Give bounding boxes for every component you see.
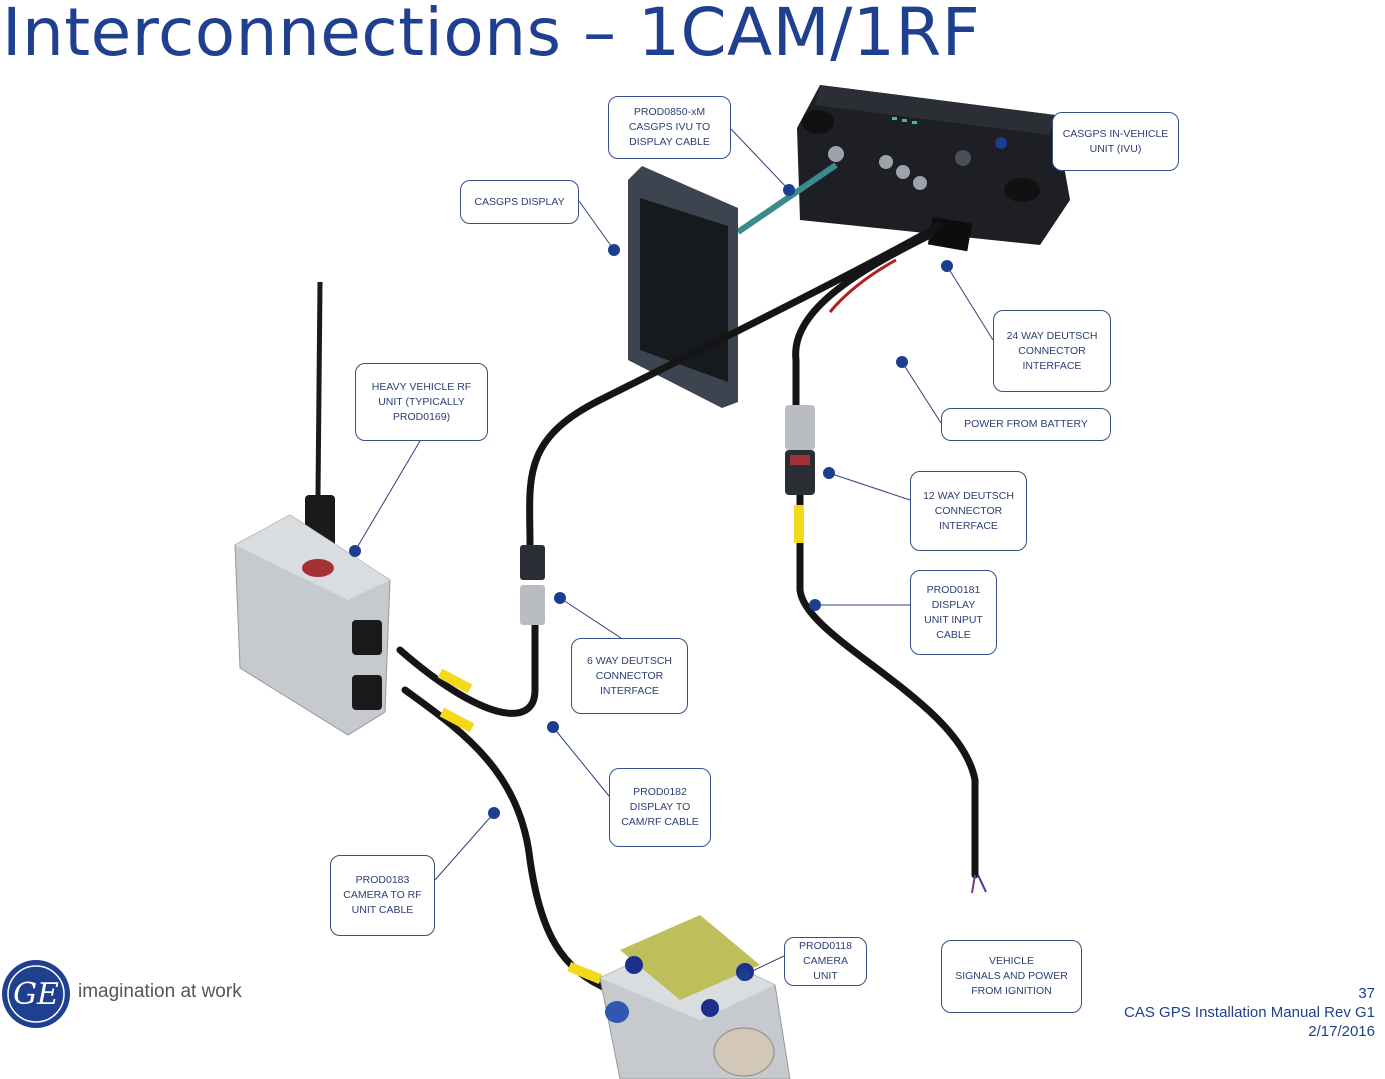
callout-prod0182-cable: PROD0182 DISPLAY TO CAM/RF CABLE <box>609 768 711 847</box>
pointer-dot-prod0182 <box>547 721 559 733</box>
logo-tagline: imagination at work <box>78 981 242 1002</box>
callout-deutsch12: 12 WAY DEUTSCH CONNECTOR INTERFACE <box>910 471 1027 551</box>
pointer-dot-deutsch6 <box>554 592 566 604</box>
pointer-dot-deutsch12 <box>823 467 835 479</box>
cables <box>396 221 979 994</box>
callout-casgps-display: CASGPS DISPLAY <box>460 180 579 224</box>
ivu-unit <box>797 85 1070 252</box>
pointer-dot-power-battery <box>896 356 908 368</box>
pointer-dot-prod0183 <box>488 807 500 819</box>
cable-tags <box>437 505 804 985</box>
casgps-display <box>628 166 738 408</box>
pointer-dot-ivu <box>995 137 1007 149</box>
deutsch-12-connector <box>785 405 815 495</box>
callout-deutsch24: 24 WAY DEUTSCH CONNECTOR INTERFACE <box>993 310 1111 392</box>
camera-unit <box>599 915 791 1079</box>
ivu-to-display-cable <box>736 162 838 235</box>
callout-deutsch6: 6 WAY DEUTSCH CONNECTOR INTERFACE <box>571 638 688 714</box>
ge-logo-icon: GE <box>2 960 70 1028</box>
callout-vehicle-signals: VEHICLE SIGNALS AND POWER FROM IGNITION <box>941 940 1082 1013</box>
pointer-dot-prod0850 <box>783 184 795 196</box>
leader-lines <box>354 128 1053 976</box>
callout-ivu: CASGPS IN-VEHICLE UNIT (IVU) <box>1052 112 1179 171</box>
callout-prod0118-camera: PROD0118 CAMERA UNIT <box>784 937 867 986</box>
callout-rf-unit: HEAVY VEHICLE RF UNIT (TYPICALLY PROD016… <box>355 363 488 441</box>
callout-prod0183-cable: PROD0183 CAMERA TO RF UNIT CABLE <box>330 855 435 936</box>
pointer-dot-prod0181 <box>809 599 821 611</box>
document-date: 2/17/2016 <box>1308 1023 1375 1040</box>
pointer-dot-prod0118 <box>738 969 750 981</box>
pointer-dot-deutsch24 <box>941 260 953 272</box>
callout-prod0181-cable: PROD0181 DISPLAY UNIT INPUT CABLE <box>910 570 997 655</box>
cable-wire-ends <box>971 874 987 894</box>
callout-prod0850-cable: PROD0850-xM CASGPS IVU TO DISPLAY CABLE <box>608 96 731 159</box>
rf-unit <box>234 281 391 736</box>
callout-power-battery: POWER FROM BATTERY <box>941 408 1111 441</box>
pointer-dot-display <box>608 244 620 256</box>
document-title: CAS GPS Installation Manual Rev G1 <box>1124 1004 1375 1021</box>
svg-text:GE: GE <box>13 977 59 1012</box>
deutsch-6-connector <box>520 545 545 625</box>
page-title: Interconnections – 1CAM/1RF <box>2 0 981 71</box>
pointer-dot-rf-unit <box>349 545 361 557</box>
page-number: 37 <box>1358 985 1375 1002</box>
